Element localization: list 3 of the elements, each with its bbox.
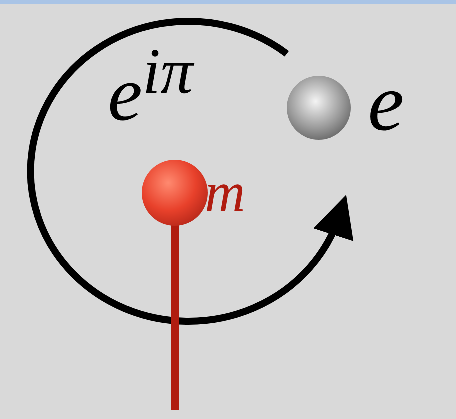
phase-formula: e$^{iπ}$ [108, 40, 194, 133]
particle-label: e [368, 62, 404, 144]
mass-label: m [205, 165, 246, 221]
